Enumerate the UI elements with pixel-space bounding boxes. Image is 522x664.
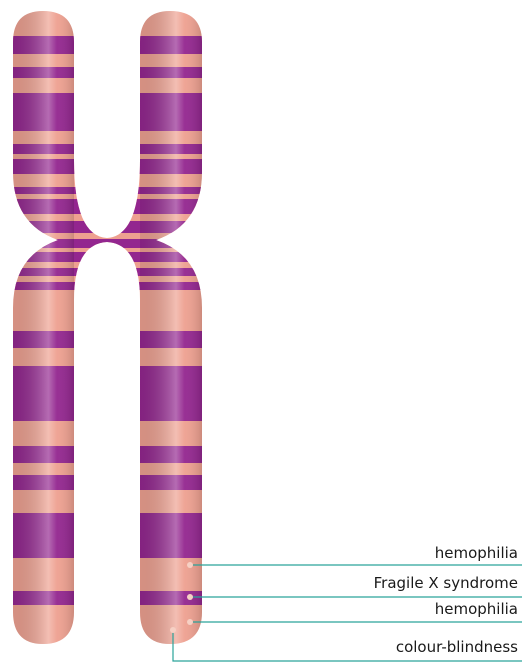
- label-colour-blindness: colour-blindness: [396, 638, 518, 656]
- chromosome-body: [0, 0, 215, 664]
- locus-dot-hemophilia-1: [187, 562, 193, 568]
- locus-dot-fragile-x: [187, 594, 193, 600]
- label-hemophilia-2: hemophilia: [435, 600, 518, 618]
- band: [0, 239, 215, 248]
- arm-shading-left: [13, 0, 74, 664]
- label-hemophilia-1: hemophilia: [435, 544, 518, 562]
- locus-dot-hemophilia-2: [187, 619, 193, 625]
- gene-labels: hemophilia Fragile X syndrome hemophilia…: [374, 544, 519, 656]
- locus-dot-colour-blindness: [170, 627, 176, 633]
- label-fragile-x-syndrome: Fragile X syndrome: [374, 574, 518, 592]
